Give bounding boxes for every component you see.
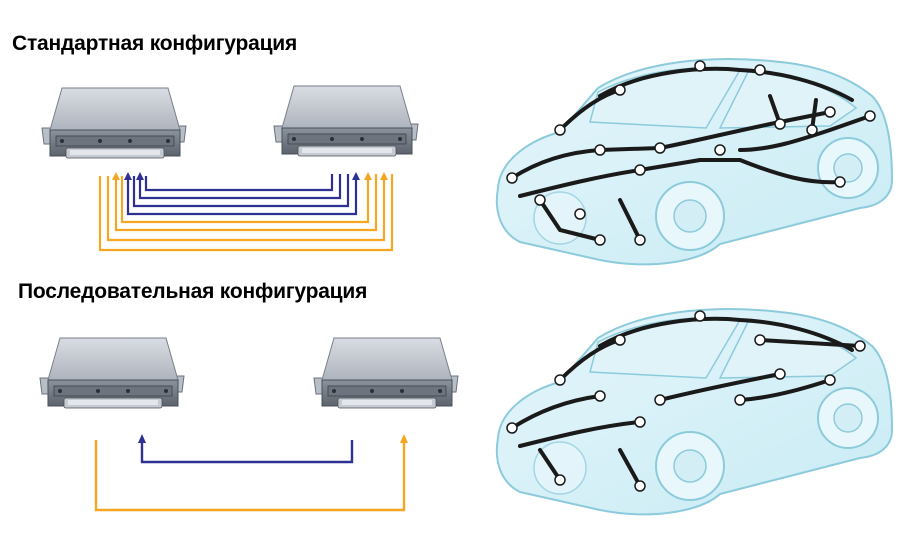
ecu-left-serial: [39, 337, 185, 409]
ecu-right-standard: [273, 85, 419, 157]
car-standard-wiring: [495, 58, 894, 266]
ecu-right-serial: [313, 337, 459, 409]
ecu-left-standard: [41, 87, 187, 159]
standard-config-title: Стандартная конфигурация: [12, 32, 298, 55]
car-serial-wiring: [495, 308, 894, 516]
standard-bus-arrows: [112, 172, 388, 180]
serial-bus-wires: [94, 440, 406, 512]
standard-bus-wires: [98, 174, 394, 252]
serial-config-title: Последовательная конфигурация: [18, 280, 368, 303]
serial-bus-arrows: [138, 434, 408, 443]
